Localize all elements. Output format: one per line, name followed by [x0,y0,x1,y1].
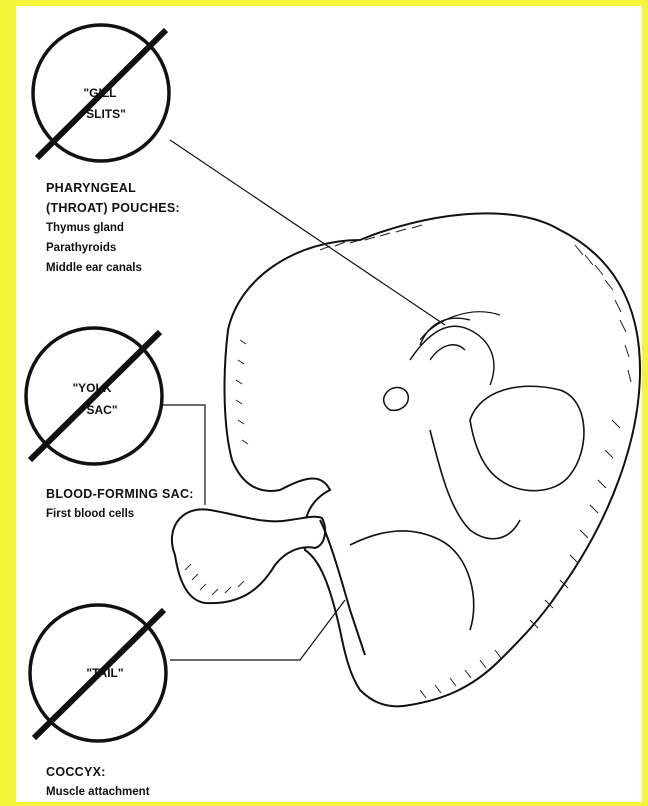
coccyx-heading: COCCYX: [46,762,150,782]
circle-gill-line2: SLITS" [86,107,126,121]
crossed-circle-yolk: "YOLK SAC" [26,328,162,464]
circle-tail-line1: "TAIL" [86,666,123,680]
pharyngeal-item: Parathyroids [46,238,180,258]
circle-yolk-line2: SAC" [86,403,117,417]
circle-yolk-line1: "YOLK [72,381,111,395]
circle-gill-line1: "GILL [83,86,116,100]
yolk-sac [172,509,325,603]
pharyngeal-heading-2: (THROAT) POUCHES: [46,198,180,218]
pharyngeal-item: Middle ear canals [46,258,180,278]
blood-item: First blood cells [46,504,194,524]
pharyngeal-heading-1: PHARYNGEAL [46,178,180,198]
blood-heading: BLOOD-FORMING SAC: [46,484,194,504]
leader-tail [170,600,345,660]
eye [384,388,409,411]
coccyx-label: COCCYX: Muscle attachment [46,762,150,802]
pharyngeal-label: PHARYNGEAL (THROAT) POUCHES: Thymus glan… [46,178,180,278]
coccyx-item: Muscle attachment [46,782,150,802]
blood-forming-label: BLOOD-FORMING SAC: First blood cells [46,484,194,524]
crossed-circle-tail: "TAIL" [30,605,166,741]
pharyngeal-item: Thymus gland [46,218,180,238]
crossed-circle-gill: "GILL SLITS" [33,25,169,161]
